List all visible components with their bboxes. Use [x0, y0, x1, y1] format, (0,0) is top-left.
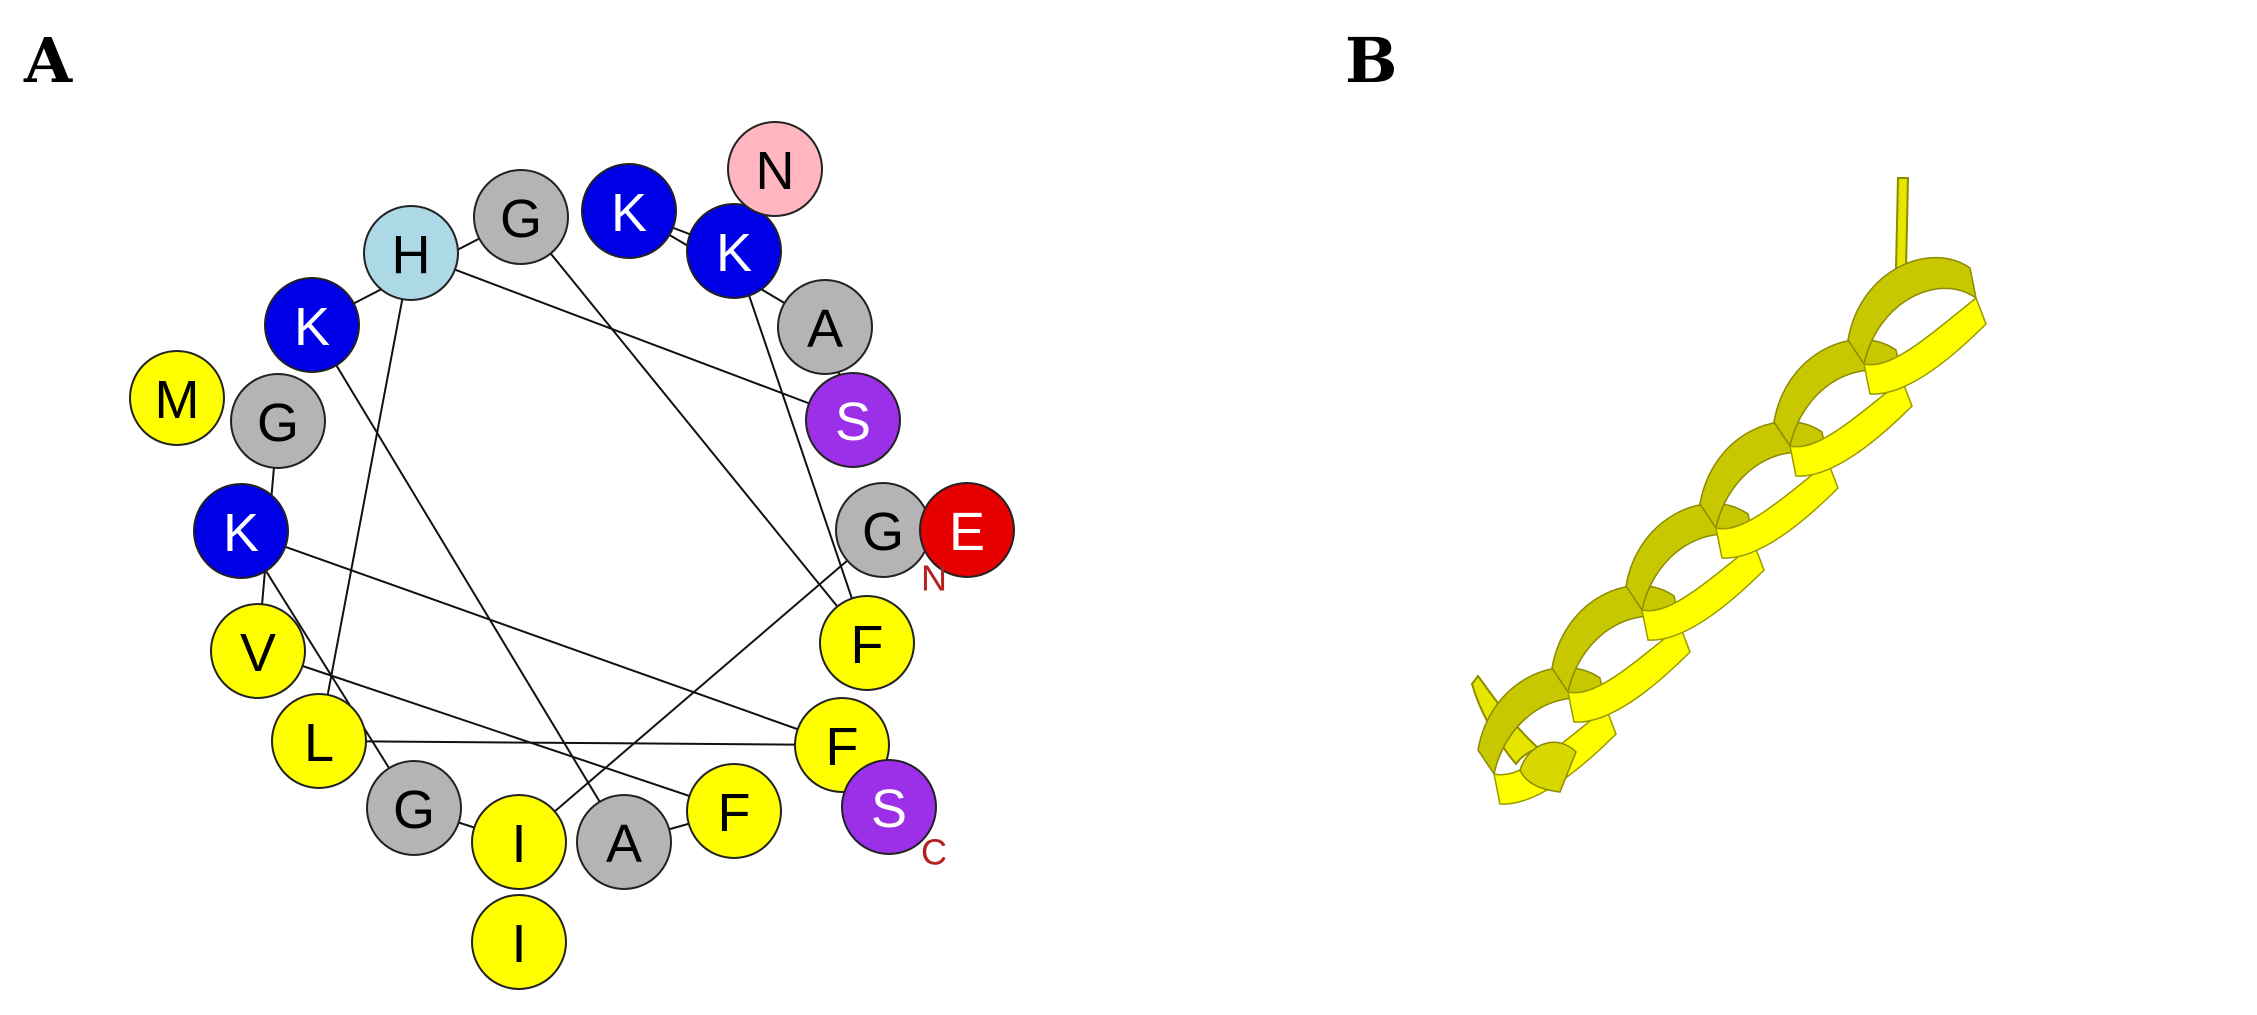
- helix-ribbon-front: [1789, 378, 1913, 477]
- wheel-residue-k: K: [686, 203, 782, 299]
- wheel-residue-a: A: [576, 794, 672, 890]
- residue-circle: [230, 373, 326, 469]
- residue-letter: M: [155, 370, 200, 430]
- wheel-connection-line: [518, 529, 884, 843]
- wheel-residue-k: K: [193, 483, 289, 579]
- residue-circle: [581, 163, 677, 259]
- residue-letter: K: [294, 297, 330, 357]
- wheel-outer-residue-i: I: [471, 894, 567, 990]
- wheel-residue-v: V: [210, 603, 306, 699]
- wheel-connection-line: [318, 740, 843, 746]
- residue-circle: [727, 121, 823, 217]
- residue-letter: E: [949, 502, 985, 562]
- panel-label-b: B: [1345, 24, 1398, 97]
- residue-letter: F: [718, 783, 751, 843]
- helix-ribbon-front: [1641, 542, 1765, 641]
- residue-circle: [271, 693, 367, 789]
- residue-circle: [264, 277, 360, 373]
- residue-circle: [576, 794, 672, 890]
- alpha-helix-ribbon-model: [1470, 177, 1987, 805]
- residue-circle: [366, 760, 462, 856]
- wheel-residue-i: I: [471, 794, 567, 890]
- residue-letter: K: [611, 183, 647, 243]
- wheel-connection-line: [410, 252, 854, 421]
- residue-letter: A: [606, 814, 642, 874]
- wheel-connection-line: [520, 216, 868, 644]
- residue-circle: [471, 794, 567, 890]
- wheel-connection-line: [240, 530, 415, 809]
- wheel-residue-k: K: [264, 277, 360, 373]
- residue-letter: G: [500, 189, 542, 249]
- wheel-connection-line: [318, 252, 412, 742]
- wheel-residue-g: G: [366, 760, 462, 856]
- residue-circle: [686, 763, 782, 859]
- residue-circle: [471, 894, 567, 990]
- residue-circle: [210, 603, 306, 699]
- residue-letter: G: [393, 780, 435, 840]
- helix-ribbon-back: [1847, 256, 1978, 366]
- residue-letter: I: [511, 914, 526, 974]
- residue-circle: [193, 483, 289, 579]
- residue-letter: H: [392, 225, 431, 285]
- residue-letter: S: [835, 392, 871, 452]
- wheel-outer-residue-m: M: [129, 350, 225, 446]
- helix-ribbon-front: [1567, 624, 1691, 723]
- panel-label-a: A: [24, 24, 73, 97]
- residue-letter: V: [240, 623, 276, 683]
- residue-circle: [841, 759, 937, 855]
- residue-letter: N: [756, 141, 795, 201]
- helix-c-terminal-coil: [1894, 177, 1910, 269]
- c-terminus-label: C: [921, 832, 947, 873]
- wheel-residue-s: S: [841, 759, 937, 855]
- helix-ribbon-front: [1715, 460, 1839, 559]
- residue-circle: [129, 350, 225, 446]
- residue-letter: G: [862, 502, 904, 562]
- wheel-connection-line: [733, 250, 868, 644]
- wheel-connection-line: [257, 650, 735, 812]
- wheel-residue-f: F: [686, 763, 782, 859]
- helix-n-cap: [1519, 741, 1577, 793]
- wheel-connection-line: [240, 530, 843, 746]
- residue-letter: K: [716, 223, 752, 283]
- residue-letter: F: [826, 717, 859, 777]
- helix-ribbon-front: [1863, 296, 1987, 395]
- wheel-residue-s: S: [805, 372, 901, 468]
- helix-turn: [1847, 256, 1987, 395]
- wheel-residue-g: G: [835, 482, 931, 578]
- residue-letter: S: [871, 779, 907, 839]
- wheel-outer-residue-e: E: [919, 482, 1015, 578]
- residue-circle: [473, 169, 569, 265]
- wheel-residue-g: G: [230, 373, 326, 469]
- residue-letter: L: [304, 713, 334, 773]
- wheel-residue-k: K: [581, 163, 677, 259]
- residue-letter: K: [223, 503, 259, 563]
- helix-turns: [1477, 256, 1987, 805]
- wheel-residue-f: F: [819, 595, 915, 691]
- residue-circle: [819, 595, 915, 691]
- n-terminus-label: N: [921, 558, 947, 599]
- wheel-residue-g: G: [473, 169, 569, 265]
- wheel-residue-a: A: [777, 279, 873, 375]
- residue-circle: [777, 279, 873, 375]
- wheel-residue-h: H: [363, 205, 459, 301]
- residue-circle: [805, 372, 901, 468]
- residue-circle: [686, 203, 782, 299]
- residue-circle: [919, 482, 1015, 578]
- residue-circle: [363, 205, 459, 301]
- wheel-outer-residue-n: N: [727, 121, 823, 217]
- residue-letter: A: [807, 299, 843, 359]
- wheel-residue-l: L: [271, 693, 367, 789]
- residue-letter: F: [851, 615, 884, 675]
- residue-letter: G: [257, 393, 299, 453]
- residue-letter: I: [511, 814, 526, 874]
